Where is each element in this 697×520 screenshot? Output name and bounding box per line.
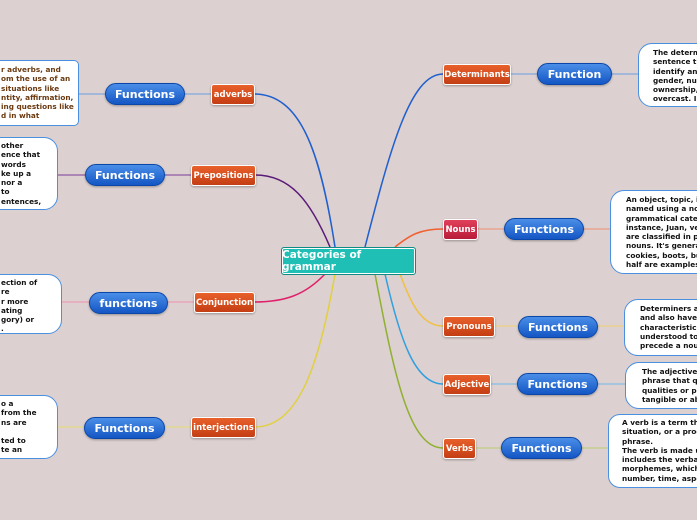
note-line: ns are [1,417,27,427]
note-line [1,427,57,436]
topic-verbs[interactable]: Verbs [443,438,476,459]
note-line: ing questions like [1,102,74,112]
topic-interjections[interactable]: interjections [191,417,256,438]
functions-nouns[interactable]: Functions [504,218,584,240]
note-line: from the [1,408,37,418]
note-line: morphemes, which [622,464,697,474]
note-line: phrase that qu [642,376,697,386]
note-line: situations like [1,83,60,93]
functions-prepositions[interactable]: Functions [85,164,165,186]
note-line: identify and [653,66,697,76]
note-line: ating [1,305,23,315]
note-line: number, time, aspe [622,473,697,483]
note-line: The verb is made u [622,445,697,455]
note-line: overcast. In [653,94,697,104]
note-line: ence that [1,150,41,160]
note-line: . [1,324,4,334]
link-verbs [374,273,444,449]
note-line: sentence th [653,57,697,67]
note-line: The adjective [642,367,697,376]
topic-prepositions[interactable]: Prepositions [191,165,256,186]
note-line: A verb is a term tha [622,418,697,427]
note-line: nouns. It's genera [626,241,697,251]
note-line: precede a noun [640,341,697,351]
note-line: nor a [1,178,23,188]
functions-conjunction[interactable]: functions [89,292,168,314]
note-line: gory) or [1,315,35,325]
functions-interjections[interactable]: Functions [84,417,165,439]
note-line: and also have [640,313,697,323]
topic-conjunction[interactable]: Conjunction [194,292,255,313]
note-line: phrase. [622,436,654,446]
topic-adjective[interactable]: Adjective [443,374,491,395]
topic-determinants[interactable]: Determinants [443,64,511,85]
topic-nouns[interactable]: Nouns [443,219,478,240]
link-nouns [394,228,444,248]
note-line: ection of [1,278,38,287]
note-line: named using a nou [626,204,697,214]
link-prepositions [254,174,331,248]
note-line: The determ [653,48,697,57]
note-line: grammatical categ [626,213,697,223]
functions-verbs[interactable]: Functions [501,437,582,459]
link-interjections [254,273,336,428]
note-line: characteristics [640,322,697,332]
note-line: re [1,287,10,297]
note-line: Determiners ar [640,304,697,313]
topic-pronouns[interactable]: Pronouns [443,316,495,337]
central-topic[interactable]: Categories of grammar [281,247,416,275]
note-line: r adverbs, and [1,65,61,74]
link-determinants [364,73,444,248]
functions-pronouns[interactable]: Functions [518,316,598,338]
link-adverbs [253,93,336,248]
note-line: half are examples [626,260,697,270]
note-line: r more [1,296,29,306]
link-pronouns [399,273,444,327]
note-line: om the use of an [1,74,71,84]
note-line: includes the verbal [622,455,697,465]
link-conjunction [253,273,326,303]
note-line: are classified in pr [626,232,697,242]
functions-adjective[interactable]: Functions [517,373,598,395]
note-line: ntity, affirmation, [1,92,74,102]
note-line: ownership, [653,85,697,95]
note-line: entences, [1,196,42,206]
link-adjective [384,273,444,385]
note-line: other [1,141,24,150]
note-line: qualities or pr [642,385,697,395]
note-line: instance, Juan, ve [626,222,697,232]
note-line: ke up a [1,168,32,178]
note-line: cookies, boots, bu [626,250,697,260]
note-line: tangible or ab [642,394,697,404]
functions-adverbs[interactable]: Functions [105,83,185,105]
note-line: An object, topic, id [626,195,697,204]
note-line: situation, or a proc [622,427,697,437]
note-line: o a [1,399,14,408]
note-line: understood to [640,331,697,341]
note-line: gender, nur [653,75,697,85]
note-line: d in what [1,111,40,121]
note-line: ted to [1,435,26,445]
note-line: words [1,159,26,169]
topic-adverbs[interactable]: adverbs [211,84,255,105]
functions-determinants[interactable]: Function [537,63,612,85]
note-line: te an [1,445,23,455]
note-line: to [1,187,10,197]
